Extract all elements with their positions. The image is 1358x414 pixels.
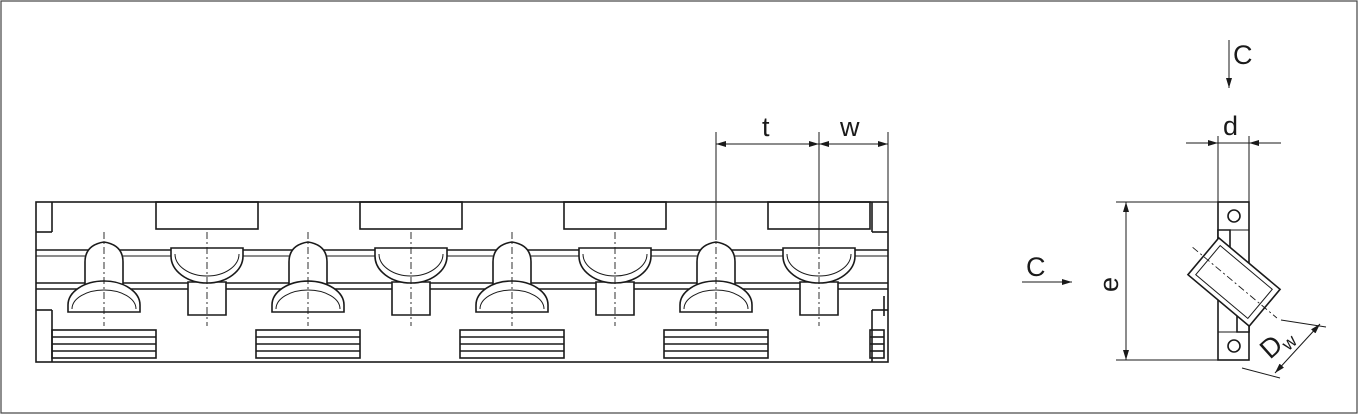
- bottom-groove: [51, 329, 157, 359]
- label-e: e: [1094, 277, 1124, 292]
- roller-pocket: [475, 232, 549, 326]
- roller-pocket: [374, 232, 448, 326]
- top-slot: [155, 201, 259, 230]
- label-d: d: [1223, 111, 1238, 141]
- cage-strip: [35, 201, 889, 363]
- hole: [1227, 339, 1241, 353]
- label-c-side: C: [1026, 252, 1046, 282]
- roller-pocket: [578, 232, 652, 326]
- dimension-t-w: t w: [715, 112, 889, 246]
- top-slot: [359, 201, 463, 230]
- label-c-top: C: [1233, 40, 1253, 70]
- hole: [1227, 209, 1241, 223]
- bottom-groove: [255, 329, 361, 359]
- bottom-groove: [663, 329, 769, 359]
- bottom-groove-partial: [869, 329, 885, 359]
- roller-pocket: [782, 232, 856, 326]
- top-slot: [563, 201, 667, 230]
- roller-pocket: [271, 232, 345, 326]
- inclined-roller: [1186, 236, 1282, 328]
- roller-pocket: [679, 232, 753, 326]
- section-view: C C d e Dw: [1022, 40, 1327, 379]
- roller-pocket: [170, 232, 244, 326]
- label-dw: Dw: [1254, 320, 1302, 368]
- roller-pocket: [67, 232, 141, 326]
- bottom-groove: [459, 329, 565, 359]
- label-w: w: [839, 112, 860, 142]
- label-t: t: [762, 112, 770, 142]
